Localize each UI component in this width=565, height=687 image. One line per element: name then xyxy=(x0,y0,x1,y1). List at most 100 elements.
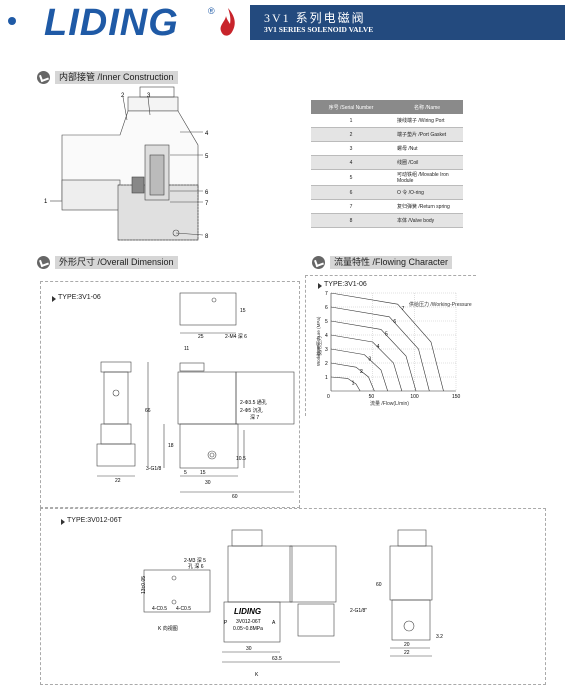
series-label: 3 xyxy=(368,357,371,363)
type-arrow-1 xyxy=(52,296,56,302)
row-serial: 7 xyxy=(311,199,391,214)
type-arrow-2 xyxy=(61,519,65,525)
side-dim-g18: 2-G1/8" xyxy=(350,608,367,614)
row-serial: 1 xyxy=(311,114,391,128)
series-line xyxy=(330,320,417,392)
row-name: 端子垫片 /Port Gasket xyxy=(391,127,463,142)
dim-22: 22 xyxy=(115,478,121,484)
inner-label-6: 6 xyxy=(205,190,209,196)
series-label: 6 xyxy=(393,319,396,325)
dim-hole1: 2-Φ3.5 通孔 xyxy=(240,399,267,406)
inner-label-5: 5 xyxy=(205,154,209,160)
dim-g18: 3-G1/8 xyxy=(146,466,162,472)
dim-hole2: 2-Φ5 沉孔 xyxy=(240,407,263,414)
series-label: 1 xyxy=(352,380,355,386)
col-serial: 序号 /Serial Number xyxy=(311,100,391,114)
side-dim-3-2: 3.2 xyxy=(436,634,443,640)
flow-frame xyxy=(305,275,476,416)
inner-label-4: 4 xyxy=(205,131,209,137)
valve-brand: LIDING xyxy=(234,607,261,616)
registered-mark: ® xyxy=(208,6,215,16)
overall-dimension-drawing-1: 15 25 2-M4 深 6 11 66 2-Φ3.5 通孔 2-Φ5 沉孔 深… xyxy=(96,292,295,500)
row-name: 接线端子 /Wiring Port xyxy=(391,114,463,128)
dim-30: 30 xyxy=(205,480,211,486)
front-dim-30: 30 xyxy=(246,646,252,652)
x-tick-label: 100 xyxy=(410,394,419,400)
row-name: 本体 /Valve body xyxy=(391,213,463,228)
series-line xyxy=(330,362,375,392)
type-label-2: TYPE:3V012-06T xyxy=(67,517,122,524)
section-overall-label: 外形尺寸 /Overall Dimension xyxy=(55,256,178,269)
k-dim-c05b: 4-C0.5 xyxy=(176,606,191,612)
inner-label-3: 3 xyxy=(147,93,151,99)
dim-5: 5 xyxy=(184,470,187,476)
dim-15: 15 xyxy=(240,308,246,314)
row-name: 线圈 /Coil xyxy=(391,155,463,170)
dim-11: 11 xyxy=(184,346,189,352)
dim-18: 18 xyxy=(168,443,174,449)
overall-frame-2 xyxy=(40,508,546,685)
valve-model: 3V012-06T xyxy=(236,619,261,625)
x-tick-label: 150 xyxy=(452,394,461,400)
brand-logo: LIDING xyxy=(44,2,179,44)
x-tick-label: 50 xyxy=(369,394,375,400)
flow-type-arrow xyxy=(318,283,322,289)
y-tick-label: 3 xyxy=(325,347,328,353)
row-serial: 4 xyxy=(311,155,391,170)
type-label-1: TYPE:3V1-06 xyxy=(58,294,101,301)
valve-pressure: 0.05~0.8MPa xyxy=(233,626,263,632)
row-name: 复归弹簧 /Return spring xyxy=(391,199,463,214)
inner-label-8: 8 xyxy=(205,234,209,240)
title-en: 3V1 SERIES SOLENOID VALVE xyxy=(264,25,374,34)
section-flow-label: 流量特性 /Flowing Character xyxy=(330,256,453,269)
series-line xyxy=(330,348,388,392)
port-p: P xyxy=(224,620,228,626)
x-tick-label: 0 xyxy=(327,394,330,400)
overall-frame-1 xyxy=(40,281,300,508)
title-cn: 3V1 系列电磁阀 xyxy=(264,11,366,25)
series-line xyxy=(330,306,430,392)
flow-supply-label: 供给压力 /Working-Pressure xyxy=(409,302,472,308)
side-dim-20: 20 xyxy=(404,642,410,648)
series-line xyxy=(330,292,444,392)
row-name: O 令 /O-ring xyxy=(391,185,463,200)
inner-label-2: 2 xyxy=(121,93,125,99)
inner-construction-drawing: 1 2 3 4 5 6 7 8 xyxy=(44,86,209,241)
k-dim-13: 13±0.05 xyxy=(141,576,147,594)
flow-xlabel: 流量 /Flow(L/min) xyxy=(370,401,409,407)
dim-deep: 深 7 xyxy=(250,414,259,421)
dim-m4: 2-M4 深 6 xyxy=(225,333,247,340)
y-tick-label: 2 xyxy=(325,361,328,367)
flow-type-label: TYPE:3V1-06 xyxy=(324,281,367,288)
series-label: 2 xyxy=(360,369,363,375)
title-band xyxy=(250,5,565,40)
inner-label-1: 1 xyxy=(44,199,48,205)
y-tick-label: 1 xyxy=(325,375,328,381)
port-a: A xyxy=(272,620,276,626)
row-serial: 5 xyxy=(311,169,391,186)
k-dim-c05a: 4-C0.5 xyxy=(152,606,167,612)
row-serial: 8 xyxy=(311,213,391,228)
y-tick-label: 7 xyxy=(325,291,328,297)
side-dim-60: 60 xyxy=(376,582,382,588)
dim-15b: 15 xyxy=(200,470,206,476)
header-left-dot xyxy=(8,17,16,25)
dim-60: 60 xyxy=(232,494,238,500)
dim-10-5: 10.5 xyxy=(236,456,246,462)
front-dim-k: K xyxy=(255,672,259,678)
check-circle-icon xyxy=(37,71,50,84)
series-line xyxy=(330,376,361,392)
front-dim-63-5: 63.5 xyxy=(272,656,282,662)
series-label: 4 xyxy=(377,344,380,350)
row-name: 螺母 /Nut xyxy=(391,141,463,156)
k-dim-m3: 2-M3 深 5 xyxy=(184,557,206,564)
